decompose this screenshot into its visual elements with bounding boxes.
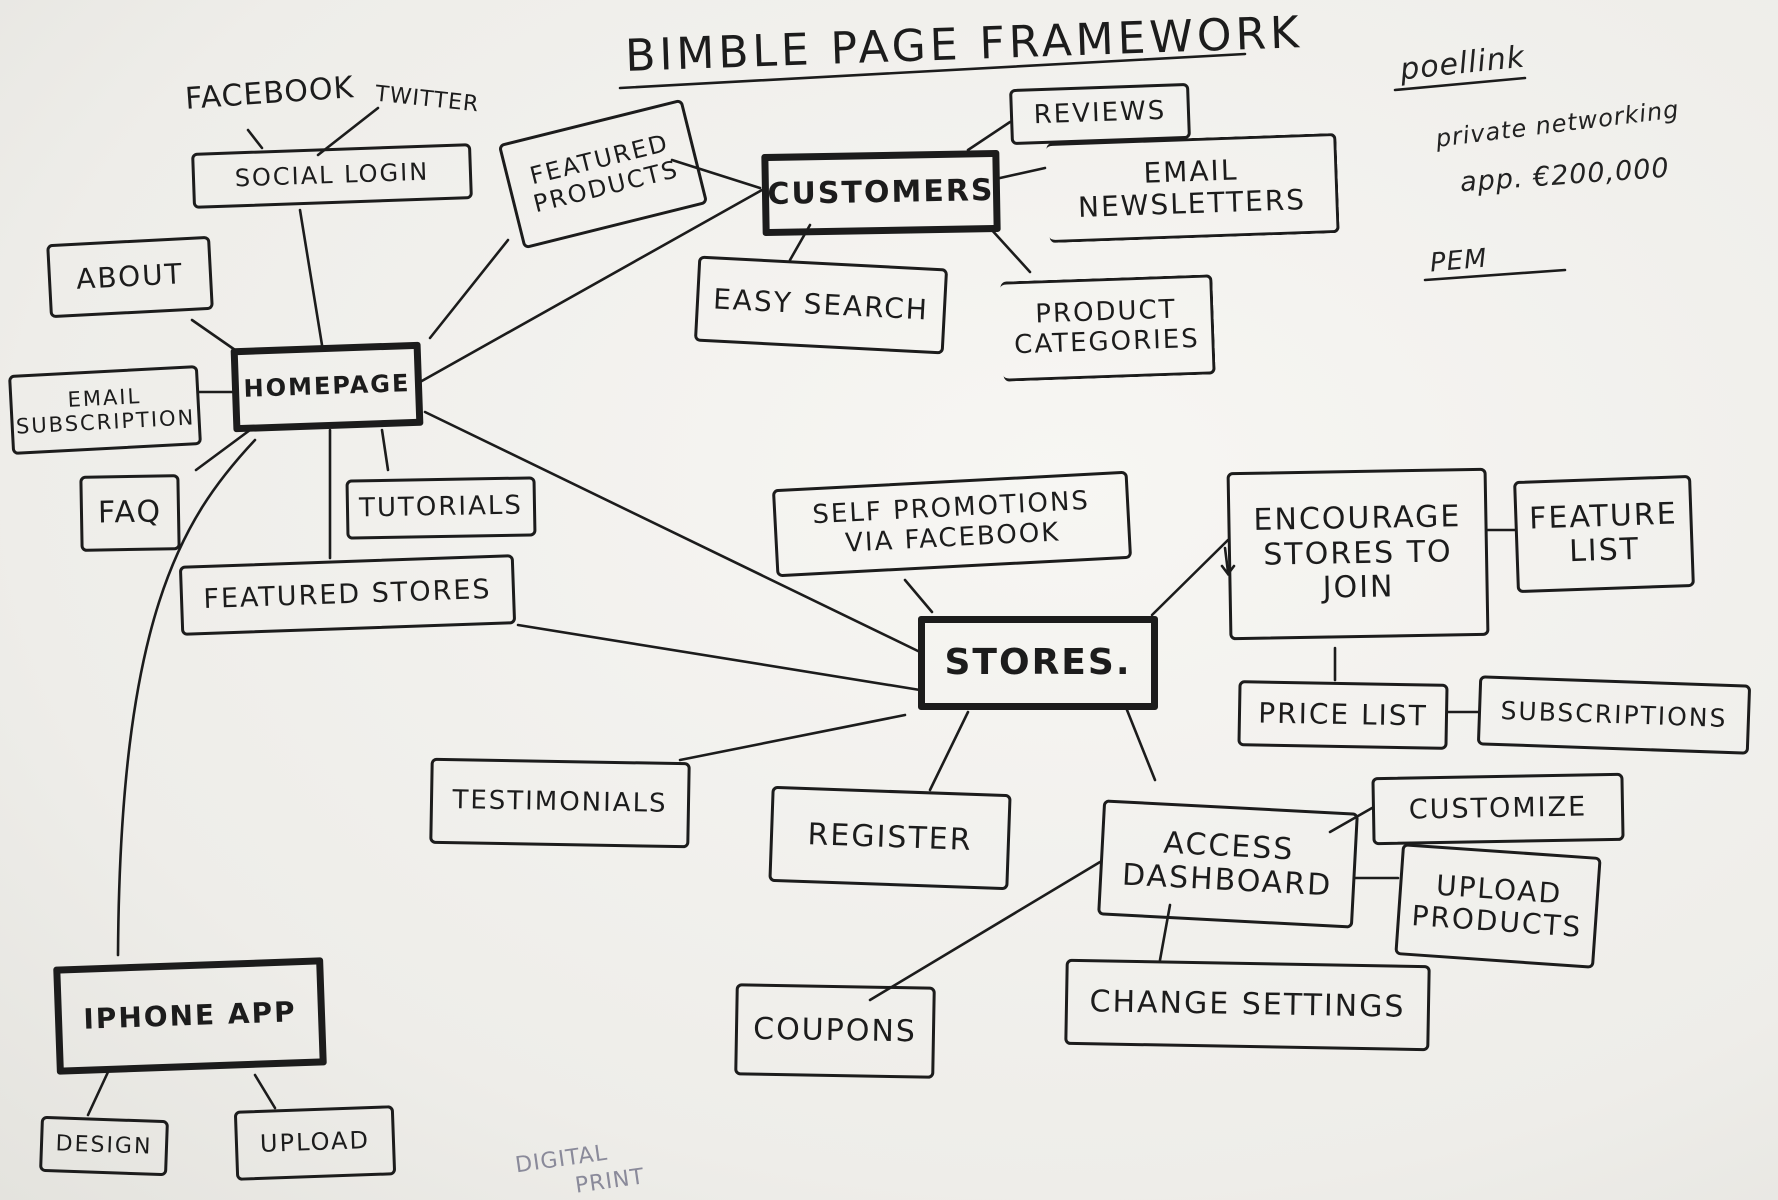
title-underline [618, 52, 1247, 90]
link-stores-testimonials [678, 713, 907, 762]
node-subscriptions-label: SUBSCRIPTIONS [1500, 695, 1728, 733]
node-stores: STORES. [918, 616, 1158, 710]
note-underline-2 [1423, 268, 1567, 282]
node-faq: FAQ [79, 474, 181, 552]
node-change-settings: CHANGE SETTINGS [1064, 958, 1431, 1052]
link-iphone-design [86, 1070, 110, 1117]
node-homepage: HOMEPAGE [230, 341, 424, 433]
node-reviews-label: REVIEWS [1033, 95, 1167, 131]
node-homepage-label: HOMEPAGE [243, 369, 411, 404]
node-featured-stores: FEATURED STORES [178, 554, 517, 636]
node-feature-list: FEATURE LIST [1513, 474, 1695, 594]
node-feature-list-line1: FEATURE [1528, 495, 1679, 537]
link-dashboard-customize [1328, 806, 1374, 834]
link-dashboard-coupons [868, 860, 1102, 1002]
node-customers: CUSTOMERS [761, 149, 1001, 237]
link-customers-categories [988, 226, 1032, 274]
node-email-subscription: EMAIL SUBSCRIPTION [8, 365, 202, 455]
node-encourage-line1: ENCOURAGE [1253, 499, 1462, 539]
node-change-settings-label: CHANGE SETTINGS [1089, 983, 1406, 1025]
link-stores-encourage [1150, 538, 1230, 617]
node-upload-label: UPLOAD [259, 1126, 371, 1159]
link-dashboard-settings [1158, 903, 1172, 962]
node-about: ABOUT [46, 235, 214, 319]
node-iphone-app: IPHONE APP [53, 957, 327, 1075]
node-easy-search: EASY SEARCH [693, 255, 949, 355]
note-underline-1 [1393, 76, 1527, 92]
node-price-list-label: PRICE LIST [1257, 696, 1429, 733]
link-homepage-iphone [116, 438, 257, 957]
node-product-categories-line2: CATEGORIES [1013, 323, 1201, 361]
link-homepage-stores [423, 410, 922, 654]
link-stores-dashboard [1123, 703, 1157, 782]
node-access-dashboard: ACCESS DASHBOARD [1097, 799, 1359, 929]
link-stores-featured-stores [516, 623, 922, 692]
node-subscriptions: SUBSCRIPTIONS [1476, 675, 1752, 755]
link-stores-self-promo [903, 578, 934, 614]
link-social-twitter [316, 106, 380, 157]
node-iphone-app-label: IPHONE APP [82, 995, 298, 1036]
node-email-newsletters: EMAIL NEWSLETTERS [1046, 132, 1340, 244]
link-homepage-faq [194, 428, 252, 472]
node-social-login: SOCIAL LOGIN [191, 143, 473, 209]
node-register-label: REGISTER [806, 816, 974, 858]
note-pem: PEM [1428, 243, 1489, 279]
link-customers-newsletters [998, 166, 1047, 180]
node-customize-label: CUSTOMIZE [1408, 791, 1588, 827]
link-homepage-customers [418, 188, 764, 384]
node-self-promotions: SELF PROMOTIONS VIA FACEBOOK [771, 470, 1133, 578]
node-register: REGISTER [768, 785, 1012, 891]
node-feature-list-line2: LIST [1568, 531, 1641, 570]
node-encourage-line2: STORES TO [1263, 534, 1453, 573]
node-encourage-stores: ENCOURAGE STORES TO JOIN [1226, 467, 1490, 641]
node-faq-label: FAQ [97, 494, 163, 531]
node-reviews: REVIEWS [1009, 82, 1191, 146]
node-design-label: DESIGN [55, 1131, 153, 1161]
node-upload-products: UPLOAD PRODUCTS [1394, 843, 1602, 969]
node-customers-label: CUSTOMERS [767, 172, 995, 212]
link-social-facebook [246, 128, 264, 150]
node-testimonials-label: TESTIMONIALS [452, 785, 668, 819]
link-iphone-upload [253, 1073, 277, 1110]
node-social-login-label: SOCIAL LOGIN [234, 157, 430, 193]
node-email-newsletters-line2: NEWSLETTERS [1077, 183, 1307, 225]
arrow-mark [1220, 546, 1236, 577]
link-homepage-tutorials [380, 428, 390, 472]
node-coupons: COUPONS [734, 983, 936, 1079]
node-design: DESIGN [39, 1115, 169, 1177]
link-customers-reviews [966, 120, 1012, 152]
node-stores-label: STORES. [944, 642, 1132, 684]
link-customers-featured-products [670, 158, 762, 190]
link-stores-register [928, 710, 970, 792]
node-tutorials-label: TUTORIALS [358, 490, 524, 524]
node-featured-stores-label: FEATURED STORES [202, 574, 493, 616]
node-coupons-label: COUPONS [752, 1011, 918, 1050]
node-customize: CUSTOMIZE [1371, 772, 1625, 846]
node-upload: UPLOAD [233, 1105, 397, 1181]
link-homepage-social [298, 208, 324, 347]
node-testimonials: TESTIMONIALS [429, 757, 691, 849]
node-easy-search-label: EASY SEARCH [712, 282, 930, 327]
node-about-label: ABOUT [75, 257, 185, 296]
node-product-categories: PRODUCT CATEGORIES [1000, 274, 1216, 382]
node-tutorials: TUTORIALS [345, 476, 537, 540]
link-homepage-featured-products [428, 238, 510, 340]
link-homepage-about [190, 318, 240, 354]
node-price-list: PRICE LIST [1237, 680, 1449, 750]
link-customers-easy-search [788, 223, 812, 262]
node-encourage-line3: JOIN [1322, 569, 1395, 606]
